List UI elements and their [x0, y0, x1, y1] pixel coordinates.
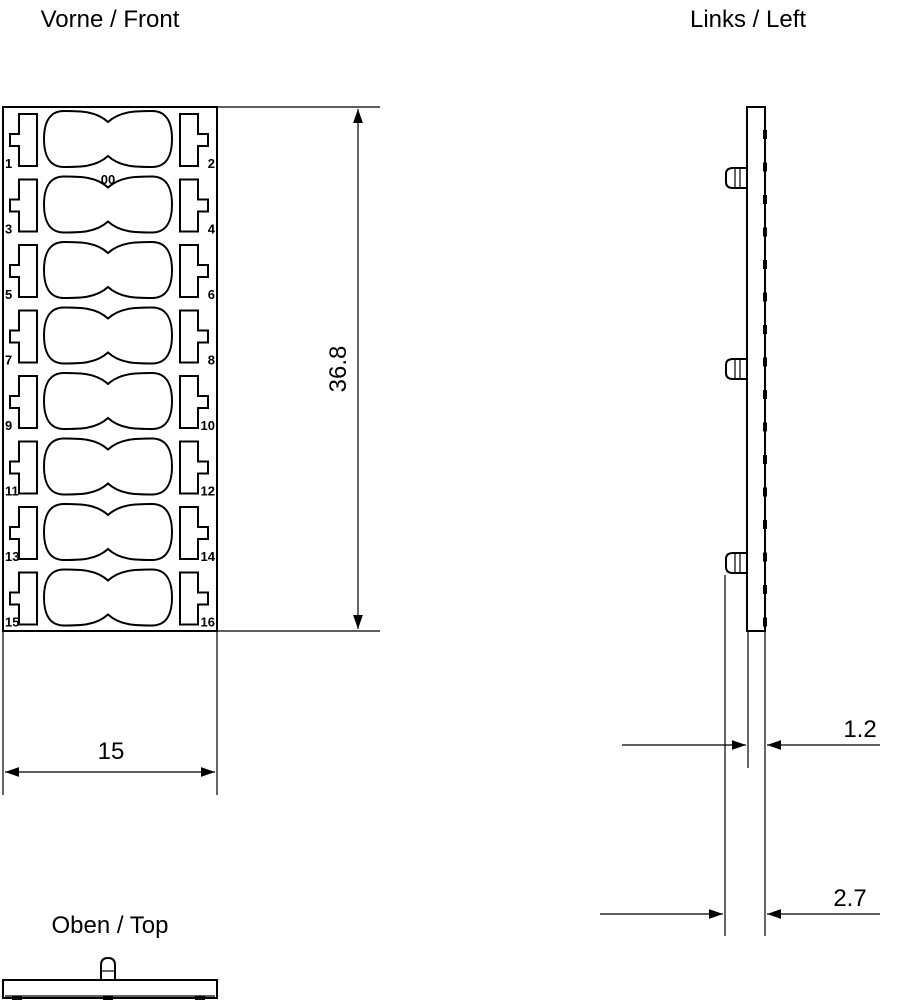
terminal-number-left: 11	[5, 484, 19, 499]
total-thickness-dimension: 2.7	[600, 575, 880, 936]
right-slot	[179, 309, 209, 364]
tick-mark	[763, 552, 767, 562]
terminal-number-left: 13	[5, 549, 19, 564]
front-outline	[2, 106, 218, 632]
terminal-number-right: 4	[208, 222, 216, 237]
center-label: 00	[101, 172, 115, 187]
terminal-number-right: 14	[201, 549, 216, 564]
right-slot	[179, 113, 209, 167]
terminal-number-right: 12	[201, 484, 215, 499]
tick-mark	[763, 422, 767, 432]
right-slot	[179, 571, 209, 626]
tick-mark	[763, 520, 767, 529]
terminal-number-left: 1	[5, 156, 12, 171]
left-view-title: Links / Left	[690, 6, 806, 33]
stud	[725, 167, 747, 189]
left-slot	[9, 309, 38, 364]
left-ticks	[763, 130, 767, 627]
terminal-opening	[42, 306, 174, 365]
terminal-number-right: 8	[208, 353, 215, 368]
terminal-number-left: 9	[5, 418, 12, 433]
tick-mark	[763, 390, 767, 399]
terminal-number-right: 6	[208, 287, 215, 302]
terminal-number-right: 16	[201, 615, 215, 630]
terminal-row: 9 10	[5, 371, 215, 433]
top-view	[2, 956, 218, 1000]
top-stud	[100, 956, 116, 980]
right-slot	[179, 375, 209, 429]
terminal-row: 11 12	[5, 437, 215, 499]
tick-mark	[763, 487, 767, 497]
terminal-opening	[42, 371, 174, 431]
tick-mark	[763, 292, 767, 302]
tick-mark	[763, 617, 767, 627]
top-view-title: Oben / Top	[52, 912, 169, 939]
right-slot	[179, 244, 209, 298]
left-plate	[746, 106, 766, 632]
tick-mark	[763, 260, 767, 269]
tick-mark	[763, 195, 767, 204]
plate-thickness-dimension: 1.2	[622, 631, 880, 768]
right-slot	[179, 506, 209, 560]
right-slot	[179, 440, 209, 495]
tick-mark	[763, 455, 767, 464]
height-dimension: 36.8	[217, 106, 380, 632]
plate-thickness-label: 1.2	[843, 716, 876, 743]
tick-mark	[763, 162, 767, 172]
left-slot	[9, 244, 38, 298]
tick-mark	[763, 227, 767, 237]
left-studs	[725, 167, 747, 574]
right-slot	[179, 178, 209, 233]
tick-mark	[763, 325, 767, 334]
tick-mark	[763, 130, 767, 139]
left-slot	[9, 178, 38, 233]
stud-outline	[725, 358, 747, 380]
terminal-number-left: 15	[5, 615, 19, 630]
terminal-number-left: 5	[5, 287, 12, 302]
tick-mark	[763, 357, 767, 367]
stud-outline	[725, 552, 747, 574]
terminal-number-left: 3	[5, 222, 12, 237]
terminal-opening	[42, 568, 174, 627]
terminal-number-left: 7	[5, 353, 12, 368]
left-slot	[9, 440, 38, 495]
width-dimension-label: 15	[98, 738, 125, 765]
stud	[725, 552, 747, 574]
front-view-title: Vorne / Front	[41, 6, 180, 33]
terminal-row: 13 14	[5, 502, 216, 564]
top-plate	[2, 979, 218, 999]
tick-mark	[763, 585, 767, 594]
terminal-opening	[42, 502, 174, 562]
terminal-opening	[42, 109, 174, 169]
terminal-opening	[42, 437, 174, 496]
terminal-opening	[42, 175, 174, 234]
left-slot	[9, 506, 38, 560]
left-view	[725, 106, 767, 632]
terminal-number-right: 2	[208, 156, 215, 171]
left-slot	[9, 113, 38, 167]
left-slot	[9, 375, 38, 429]
width-dimension: 15	[2, 631, 218, 795]
left-slot	[9, 571, 38, 626]
total-thickness-label: 2.7	[833, 885, 866, 912]
terminal-number-right: 10	[201, 418, 215, 433]
terminal-opening	[42, 240, 174, 300]
height-dimension-label: 36.8	[325, 346, 352, 393]
stud	[725, 358, 747, 380]
stud-outline	[725, 167, 747, 189]
